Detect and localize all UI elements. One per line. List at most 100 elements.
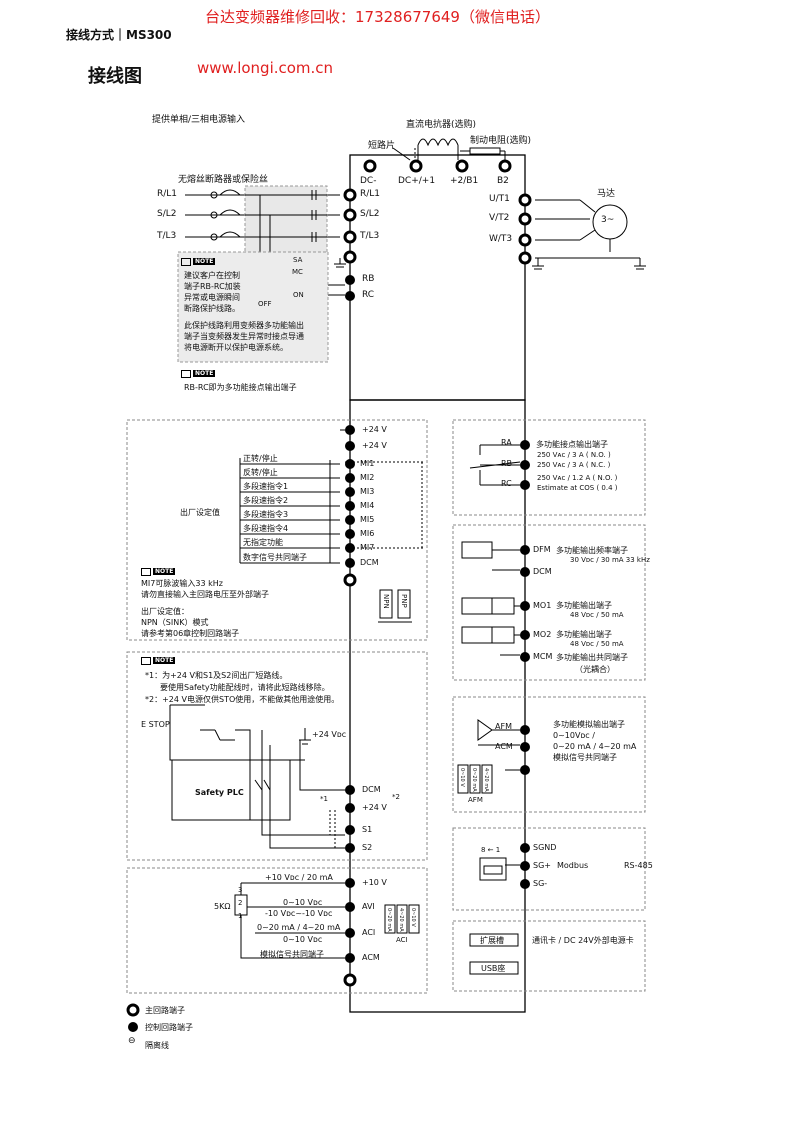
brake-resistor bbox=[469, 147, 501, 155]
term-u: U/T1 bbox=[489, 194, 510, 204]
line-s: S/L2 bbox=[157, 209, 177, 219]
modbus-label: Modbus bbox=[557, 861, 589, 870]
term-mi2: MI2 bbox=[360, 473, 375, 482]
afm-sw-2: 0~20 mA bbox=[471, 768, 477, 792]
note-badge: NOTE bbox=[153, 568, 176, 575]
term-w: W/T3 bbox=[489, 234, 513, 244]
mi5-label: 多段速指令3 bbox=[243, 510, 289, 519]
note-tag-3: NOTE bbox=[141, 567, 176, 576]
mi2-label: 反转/停止 bbox=[243, 468, 278, 477]
term-rb: RB bbox=[362, 274, 375, 284]
dc-reactor-coil bbox=[417, 138, 459, 147]
sto-24v-label: +24 Vᴅᴄ bbox=[312, 730, 347, 739]
afm-amp-triangle bbox=[477, 719, 493, 741]
ext-slot-box bbox=[469, 933, 519, 947]
brake-resistor-label: 制动电阻(选购) bbox=[470, 136, 532, 146]
note-text-protection: 建议客户在控制端子RB-RC加装异常或电源瞬间断路保护线路。此保护线路利用变频器… bbox=[184, 270, 304, 353]
term-acm2: ACM bbox=[495, 742, 513, 751]
term-ra: RA bbox=[501, 438, 512, 447]
factory-default-label: 出厂设定值 bbox=[180, 508, 220, 517]
line-t: T/L3 bbox=[157, 231, 177, 241]
term-t: T/L3 bbox=[360, 231, 380, 241]
term-mi5: MI5 bbox=[360, 515, 375, 524]
term-s2: S2 bbox=[362, 843, 373, 852]
aci-sw-3: 0~10 V bbox=[410, 908, 416, 927]
term-rb2: RB bbox=[501, 459, 513, 468]
analog-output-region bbox=[452, 696, 646, 813]
usb-box bbox=[469, 961, 519, 975]
relay-spec-2: 250 Vᴀᴄ / 3 A ( N.C. ) bbox=[537, 461, 611, 469]
safety-plc-box bbox=[171, 759, 291, 821]
note-tag-1: NOTE bbox=[181, 257, 216, 266]
term-mcm: MCM bbox=[533, 652, 553, 661]
term-dc-plus: DC+/+1 bbox=[398, 176, 436, 186]
promo-banner: 台达变频器维修回收：17328677649（微信电话） bbox=[205, 8, 550, 26]
shield-icon: ⊖ bbox=[128, 1036, 136, 1046]
ain-spec-2: 0~10 Vᴅᴄ bbox=[283, 898, 323, 907]
term-mi7: MI7 bbox=[360, 543, 375, 552]
term-dc-minus: DC- bbox=[360, 176, 377, 186]
analog-input-region bbox=[126, 867, 428, 994]
dc-reactor-label: 直流电抗器(选购) bbox=[406, 120, 477, 130]
mo1-spec: 48 Vᴅᴄ / 50 mA bbox=[570, 611, 624, 619]
afm-switch-label: AFM bbox=[468, 796, 483, 804]
mark-star-1: *1 bbox=[320, 795, 328, 803]
aout-title: 多功能模拟输出端子 bbox=[553, 720, 625, 729]
term-mo2: MO2 bbox=[533, 630, 552, 639]
usb-label: USB座 bbox=[481, 964, 506, 973]
legend-ctrl: 控制回路端子 bbox=[145, 1023, 193, 1032]
note-icon bbox=[181, 369, 191, 378]
term-r: R/L1 bbox=[360, 189, 381, 199]
mi7-pulse-note: MI7可脉波输入33 kHz bbox=[141, 579, 223, 588]
term-dcm: DCM bbox=[360, 558, 379, 567]
no-main-voltage-note: 请勿直接输入主回路电压至外部端子 bbox=[141, 590, 269, 599]
pot-pin-3: 3 bbox=[238, 886, 243, 894]
mi6-label: 多段速指令4 bbox=[243, 524, 289, 533]
note-badge: NOTE bbox=[193, 258, 216, 265]
note-rb-rc: RB-RC即为多功能接点输出端子 bbox=[184, 383, 297, 392]
relay-output-region bbox=[452, 419, 646, 516]
mark-star-2: *2 bbox=[392, 793, 400, 801]
mcm-title: 多功能输出共同端子 bbox=[556, 653, 628, 662]
pot-label: 5KΩ bbox=[214, 902, 231, 911]
dfm-title: 多功能输出频率端子 bbox=[556, 546, 628, 555]
term-mo1: MO1 bbox=[533, 601, 552, 610]
term-p24-b: +24 V bbox=[362, 441, 387, 450]
term-b2: B2 bbox=[497, 176, 509, 186]
ain-spec-5: 0~10 Vᴅᴄ bbox=[283, 935, 323, 944]
note-box-protection bbox=[177, 251, 329, 363]
note-tag-4: NOTE bbox=[141, 656, 176, 665]
safety-plc-label: Safety PLC bbox=[195, 788, 244, 797]
legend-shield: 隔离线 bbox=[145, 1041, 169, 1050]
default-title: 出厂设定值： bbox=[141, 607, 189, 616]
ain-spec-6: 模拟信号共同端子 bbox=[260, 950, 324, 959]
motor-symbol: 3~ bbox=[601, 215, 615, 225]
term-mi4: MI4 bbox=[360, 501, 375, 510]
mi7-label: 无指定功能 bbox=[243, 538, 283, 547]
sto-note-1b: 要使用Safety功能配线时，请将此短路线移除。 bbox=[160, 683, 330, 692]
section-title: 接线图 bbox=[88, 66, 142, 87]
motor-label: 马达 bbox=[597, 189, 616, 199]
sa-label: SA bbox=[293, 256, 303, 264]
term-sgp: SG+ bbox=[533, 861, 551, 870]
sto-note-2: *2：+24 V电源仅供STO使用，不能做其他用途使用。 bbox=[145, 695, 340, 704]
term-s: S/L2 bbox=[360, 209, 380, 219]
mi1-label: 正转/停止 bbox=[243, 454, 278, 463]
pot-pin-1: 1 bbox=[238, 912, 243, 920]
term-p24-a: +24 V bbox=[362, 425, 387, 434]
mo2-spec: 48 Vᴅᴄ / 50 mA bbox=[570, 640, 624, 648]
short-bar-label: 短路片 bbox=[368, 141, 396, 151]
estop-label: E STOP bbox=[141, 720, 170, 729]
default-mode: NPN（SINK）模式 bbox=[141, 618, 209, 627]
line-r: R/L1 bbox=[157, 189, 178, 199]
mc-label: MC bbox=[292, 268, 303, 276]
term-sto-24v: +24 V bbox=[362, 803, 387, 812]
website-url[interactable]: www.longi.com.cn bbox=[197, 59, 334, 77]
term-dfm: DFM bbox=[533, 545, 551, 554]
note-line: 端子RB-RC加装 bbox=[184, 282, 241, 291]
term-rc2: RC bbox=[501, 479, 512, 488]
note-line: 端子当变频器发生异常时接点导通 bbox=[184, 332, 304, 341]
note-line: 断路保护线路。 bbox=[184, 304, 240, 313]
pnp-switch-label: PNP bbox=[400, 594, 408, 608]
term-sgnd: SGND bbox=[533, 843, 557, 852]
